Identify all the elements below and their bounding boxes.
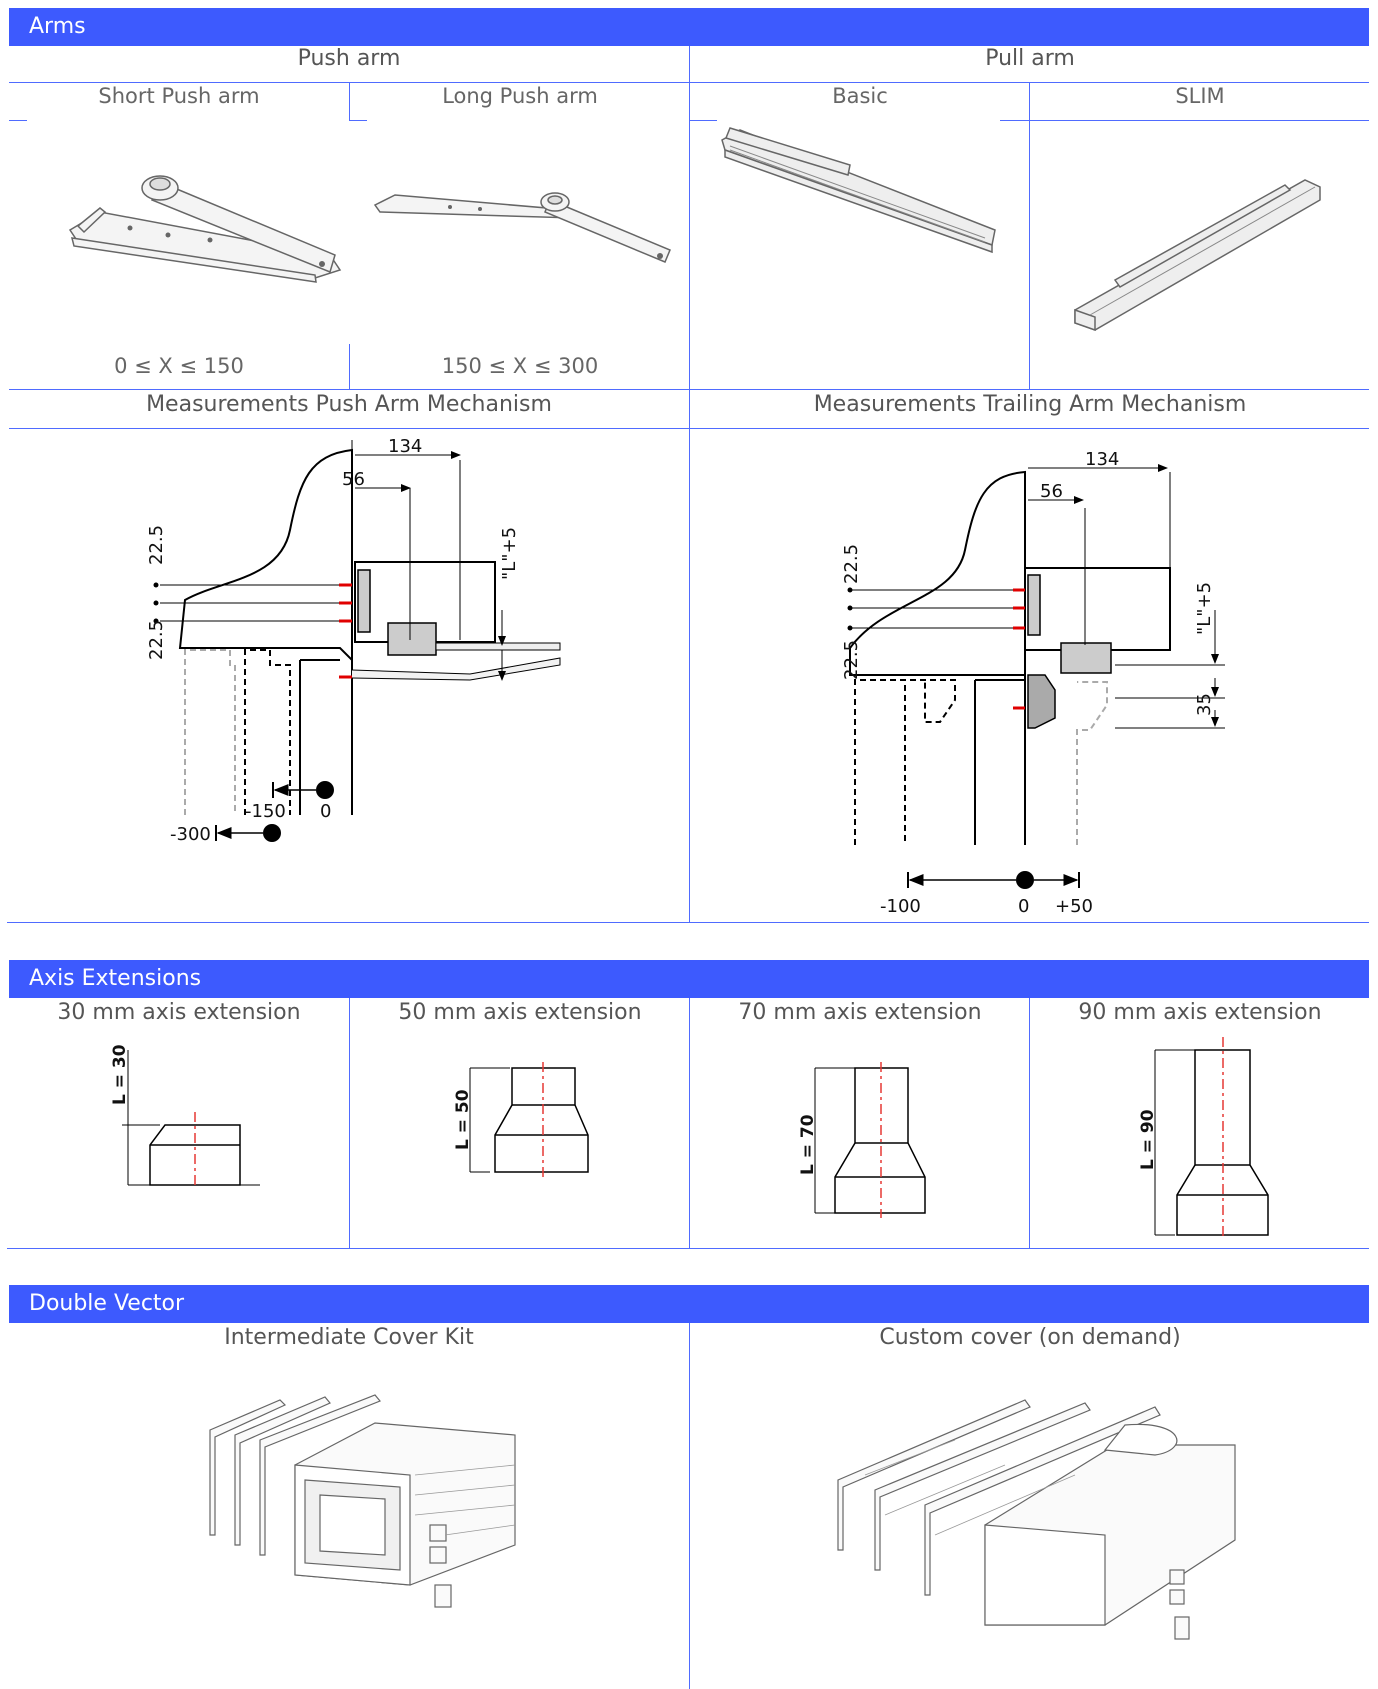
trailing-arm-measurement-diagram: 134 56 22.5 22.5 "L"+5 35 -100 0 +50 xyxy=(841,449,1225,917)
divider xyxy=(689,120,717,121)
push-arm-measurement-diagram: 134 56 22.5 22.5 "L"+5 -150 0 -300 xyxy=(146,436,561,845)
divider xyxy=(9,389,1369,390)
axis-50-label: 50 mm axis extension xyxy=(398,1000,642,1025)
custom-cover-label: Custom cover (on demand) xyxy=(879,1325,1181,1350)
push-dim-22-5-top: 22.5 xyxy=(146,525,167,565)
push-dim-22-5-bottom: 22.5 xyxy=(146,620,167,660)
divider xyxy=(9,428,1369,429)
divider xyxy=(689,46,690,923)
section-header-double-vector: Double Vector xyxy=(9,1285,1369,1323)
axis-70-label: 70 mm axis extension xyxy=(738,1000,982,1025)
divider xyxy=(349,998,350,1248)
axis-30-drawing: L = 30 xyxy=(110,1044,260,1188)
divider xyxy=(689,1323,690,1689)
short-push-arm-label: Short Push arm xyxy=(98,84,260,108)
trailing-dim-22-5-top: 22.5 xyxy=(841,544,862,584)
slim-pull-arm-image xyxy=(1074,179,1321,332)
measurements-push-heading: Measurements Push Arm Mechanism xyxy=(146,392,552,417)
divider xyxy=(7,922,1369,923)
long-push-arm-image xyxy=(373,192,671,263)
axis-70-drawing: L = 70 xyxy=(798,1062,926,1218)
push-pos-minus-300: -300 xyxy=(170,824,211,845)
divider xyxy=(349,82,350,120)
divider xyxy=(1000,120,1369,121)
axis-90-label: 90 mm axis extension xyxy=(1078,1000,1322,1025)
basic-pull-arm-image xyxy=(721,127,996,254)
axis-70-dim: L = 70 xyxy=(798,1114,818,1175)
long-push-range: 150 ≤ X ≤ 300 xyxy=(441,354,599,378)
divider xyxy=(1029,998,1030,1248)
push-pos-minus-150: -150 xyxy=(245,801,286,822)
trailing-pos-zero: 0 xyxy=(1018,896,1029,917)
intermediate-cover-kit-label: Intermediate Cover Kit xyxy=(224,1325,474,1350)
intermediate-cover-kit-image xyxy=(209,1394,516,1608)
trailing-dim-56: 56 xyxy=(1040,481,1063,502)
divider xyxy=(1029,82,1030,389)
axis-90-dim: L = 90 xyxy=(1138,1109,1158,1170)
axis-30-dim: L = 30 xyxy=(110,1044,130,1105)
trailing-dim-22-5-bottom: 22.5 xyxy=(841,640,862,680)
short-push-range: 0 ≤ X ≤ 150 xyxy=(114,354,244,378)
push-dim-56: 56 xyxy=(342,469,365,490)
slim-arm-label: SLIM xyxy=(1175,84,1225,108)
trailing-dim-134: 134 xyxy=(1085,449,1119,470)
divider xyxy=(9,120,27,121)
long-push-arm-label: Long Push arm xyxy=(442,84,598,108)
divider xyxy=(349,120,367,121)
push-arm-heading: Push arm xyxy=(297,46,401,71)
divider xyxy=(7,1248,1369,1249)
axis-50-drawing: L = 50 xyxy=(453,1062,589,1178)
basic-arm-label: Basic xyxy=(832,84,888,108)
section-header-axis-extensions: Axis Extensions xyxy=(9,960,1369,998)
trailing-pos-plus-50: +50 xyxy=(1055,896,1093,917)
pull-arm-heading: Pull arm xyxy=(985,46,1075,71)
divider xyxy=(689,998,690,1248)
push-dim-134: 134 xyxy=(388,436,422,457)
section-header-arms: Arms xyxy=(9,8,1369,46)
axis-50-dim: L = 50 xyxy=(453,1089,473,1150)
push-pos-zero: 0 xyxy=(320,801,331,822)
short-push-arm-image xyxy=(68,175,342,283)
axis-90-drawing: L = 90 xyxy=(1138,1037,1269,1240)
custom-cover-image xyxy=(837,1399,1236,1640)
push-dim-l5: "L"+5 xyxy=(499,527,520,580)
axis-30-label: 30 mm axis extension xyxy=(57,1000,301,1025)
trailing-dim-l5: "L"+5 xyxy=(1194,582,1215,635)
measurements-trailing-heading: Measurements Trailing Arm Mechanism xyxy=(813,392,1247,417)
trailing-dim-35: 35 xyxy=(1194,693,1215,716)
divider xyxy=(349,344,350,389)
trailing-pos-minus-100: -100 xyxy=(880,896,921,917)
